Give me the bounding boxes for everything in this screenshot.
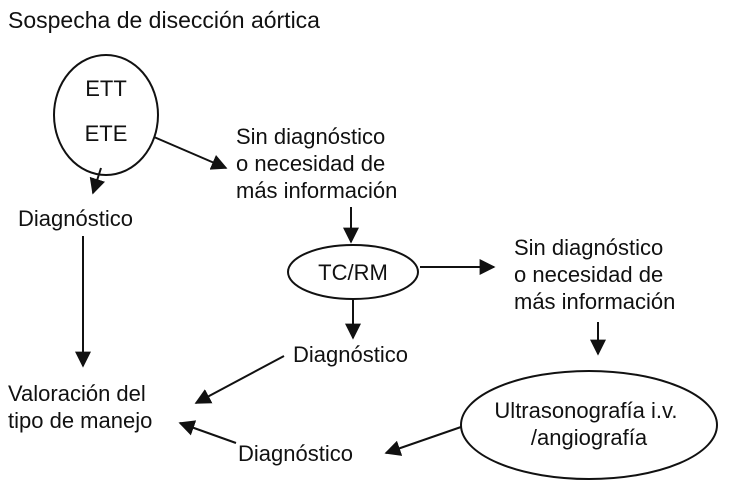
ett-ete-node (53, 54, 159, 176)
diagnostico-3-label: Diagnóstico (238, 441, 353, 466)
arrow-diagnostico-2-to-valoracion (194, 355, 285, 404)
sin-diagnostico-2-line-3: más información (514, 289, 675, 314)
sin-diagnostico-1-line-3: más información (236, 178, 397, 203)
ultrasonografia-node (460, 370, 718, 480)
diagram-title: Sospecha de disección aórtica (8, 7, 320, 33)
sin-diagnostico-1-line-2: o necesidad de (236, 151, 385, 176)
valoracion-line-1: Valoración del (8, 381, 146, 406)
sin-diagnostico-2-line-2: o necesidad de (514, 262, 663, 287)
ete-label: ETE (85, 121, 128, 146)
sin-diagnostico-2-line-1: Sin diagnóstico (514, 235, 663, 260)
valoracion-label: Valoración del tipo de manejo (8, 381, 152, 433)
arrow-ultrasonografia-to-diagnostico-3 (384, 426, 462, 456)
arrow-diagnostico-3-to-valoracion (178, 420, 237, 444)
valoracion-line-2: tipo de manejo (8, 408, 152, 433)
ett-label: ETT (85, 76, 127, 101)
arrow-circle-to-sin-diagnostico-1 (153, 136, 228, 170)
sin-diagnostico-1-label: Sin diagnóstico o necesidad de más infor… (236, 124, 397, 203)
sin-diagnostico-2-label: Sin diagnóstico o necesidad de más infor… (514, 235, 675, 314)
sin-diagnostico-1-line-1: Sin diagnóstico (236, 124, 385, 149)
tc-rm-label: TC/RM (318, 260, 388, 285)
ultrasonografia-line-1: Ultrasonografía i.v. (494, 398, 677, 423)
ultrasonografia-label: Ultrasonografía i.v. /angiografía (494, 398, 683, 450)
diagnostico-2-label: Diagnóstico (293, 342, 408, 367)
arrow-circle-to-diagnostico-1 (89, 167, 106, 195)
diagnostico-1-label: Diagnóstico (18, 206, 133, 231)
tc-rm-node (287, 244, 419, 300)
ultrasonografia-line-2: /angiografía (531, 425, 648, 450)
